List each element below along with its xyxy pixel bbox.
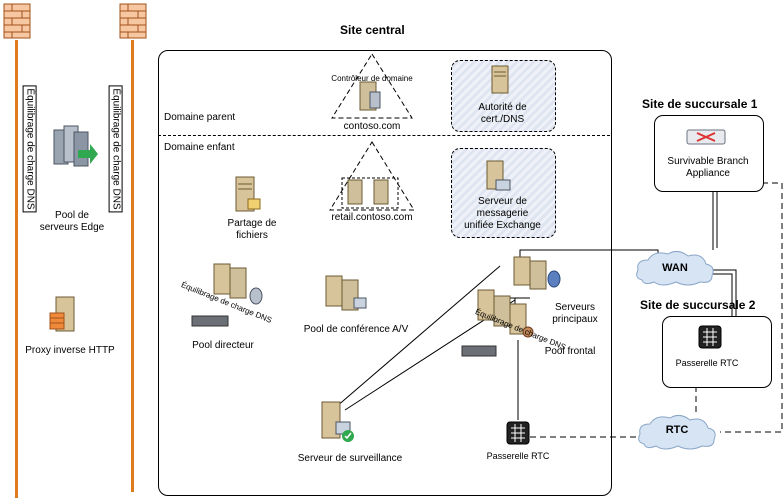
av-conference-pool-label: Pool de conférence A/V <box>303 324 409 335</box>
retail-domain-label: retail.contoso.com <box>331 212 413 223</box>
rtc-cloud-icon <box>638 414 716 450</box>
firewall-icon <box>119 3 147 39</box>
pstn-gateway-label: Passerelle RTC <box>486 451 550 461</box>
file-share-server-icon <box>235 176 261 212</box>
cert-authority-box <box>451 60 556 132</box>
exchange-label-3: unifiée Exchange <box>464 220 541 231</box>
pstn-gateway-icon <box>506 421 530 445</box>
wan-cloud-icon <box>636 250 714 286</box>
exchange-label-1: Serveur de <box>478 196 527 207</box>
cert-authority-label-2: cert./DNS <box>480 114 525 125</box>
link-wan-branch1 <box>712 190 718 250</box>
front-end-pool-label: Pool frontal <box>544 346 596 357</box>
reverse-proxy-label: Proxy inverse HTTP <box>25 345 115 356</box>
firewall-pole-right <box>131 40 134 492</box>
firewall-pole-left <box>15 40 18 498</box>
domain-controller-label: Contrôleur de domaine <box>331 74 413 83</box>
av-conference-pool-icon <box>325 275 367 311</box>
parent-domain-label: Domaine parent <box>164 112 236 123</box>
core-servers-label-2: principaux <box>552 314 598 325</box>
link-branch1-rtc <box>720 182 783 433</box>
central-site-title: Site central <box>340 23 405 37</box>
reverse-proxy-icon <box>49 296 75 332</box>
branch2-title: Site de succursale 2 <box>640 298 756 312</box>
link-surveillance-core <box>335 265 501 408</box>
rtc-label: RTC <box>665 424 689 436</box>
branch1-appliance-label-1: Survivable Branch <box>667 156 749 167</box>
file-share-label-1: Partage de <box>227 218 277 229</box>
wan-label: WAN <box>662 262 688 274</box>
file-share-label-2: fichiers <box>236 230 268 241</box>
branch2-gateway-label: Passerelle RTC <box>675 358 739 368</box>
exchange-label-2: messagerie <box>476 208 529 219</box>
exchange-server-icon <box>486 160 511 191</box>
monitoring-server-icon <box>321 401 354 442</box>
edge-pool-label-1: Pool de <box>55 210 89 221</box>
front-end-pool-icon <box>461 289 534 357</box>
branch1-box <box>654 115 764 192</box>
child-domain-label: Domaine enfant <box>164 142 235 153</box>
edge-dns-label-left: Équilibrage de charge DNS <box>22 85 37 213</box>
cert-authority-label-1: Autorité de <box>478 102 527 113</box>
edge-servers-icon <box>53 125 98 167</box>
branch1-appliance-label-2: Appliance <box>686 168 730 179</box>
central-site-box <box>158 50 612 496</box>
domain-controller-triangle <box>331 53 413 119</box>
edge-dns-label-right: Équilibrage de charge DNS <box>108 85 123 213</box>
branch-appliance-icon <box>686 129 726 145</box>
core-servers-icon <box>513 256 561 290</box>
branch-pstn-gateway-icon <box>698 325 722 349</box>
core-servers-label-1: Serveurs <box>554 302 595 313</box>
child-domain-controller-triangle <box>329 141 415 211</box>
branch1-title: Site de succursale 1 <box>642 97 758 111</box>
monitoring-server-label: Serveur de surveillance <box>297 453 403 464</box>
director-pool-icon <box>191 263 263 327</box>
domain-divider <box>158 135 610 136</box>
contoso-label: contoso.com <box>343 121 401 132</box>
cert-authority-server-icon <box>491 65 509 94</box>
firewall-icon <box>3 3 31 39</box>
edge-pool-label-2: serveurs Edge <box>39 222 105 233</box>
director-pool-label: Pool directeur <box>192 340 254 351</box>
